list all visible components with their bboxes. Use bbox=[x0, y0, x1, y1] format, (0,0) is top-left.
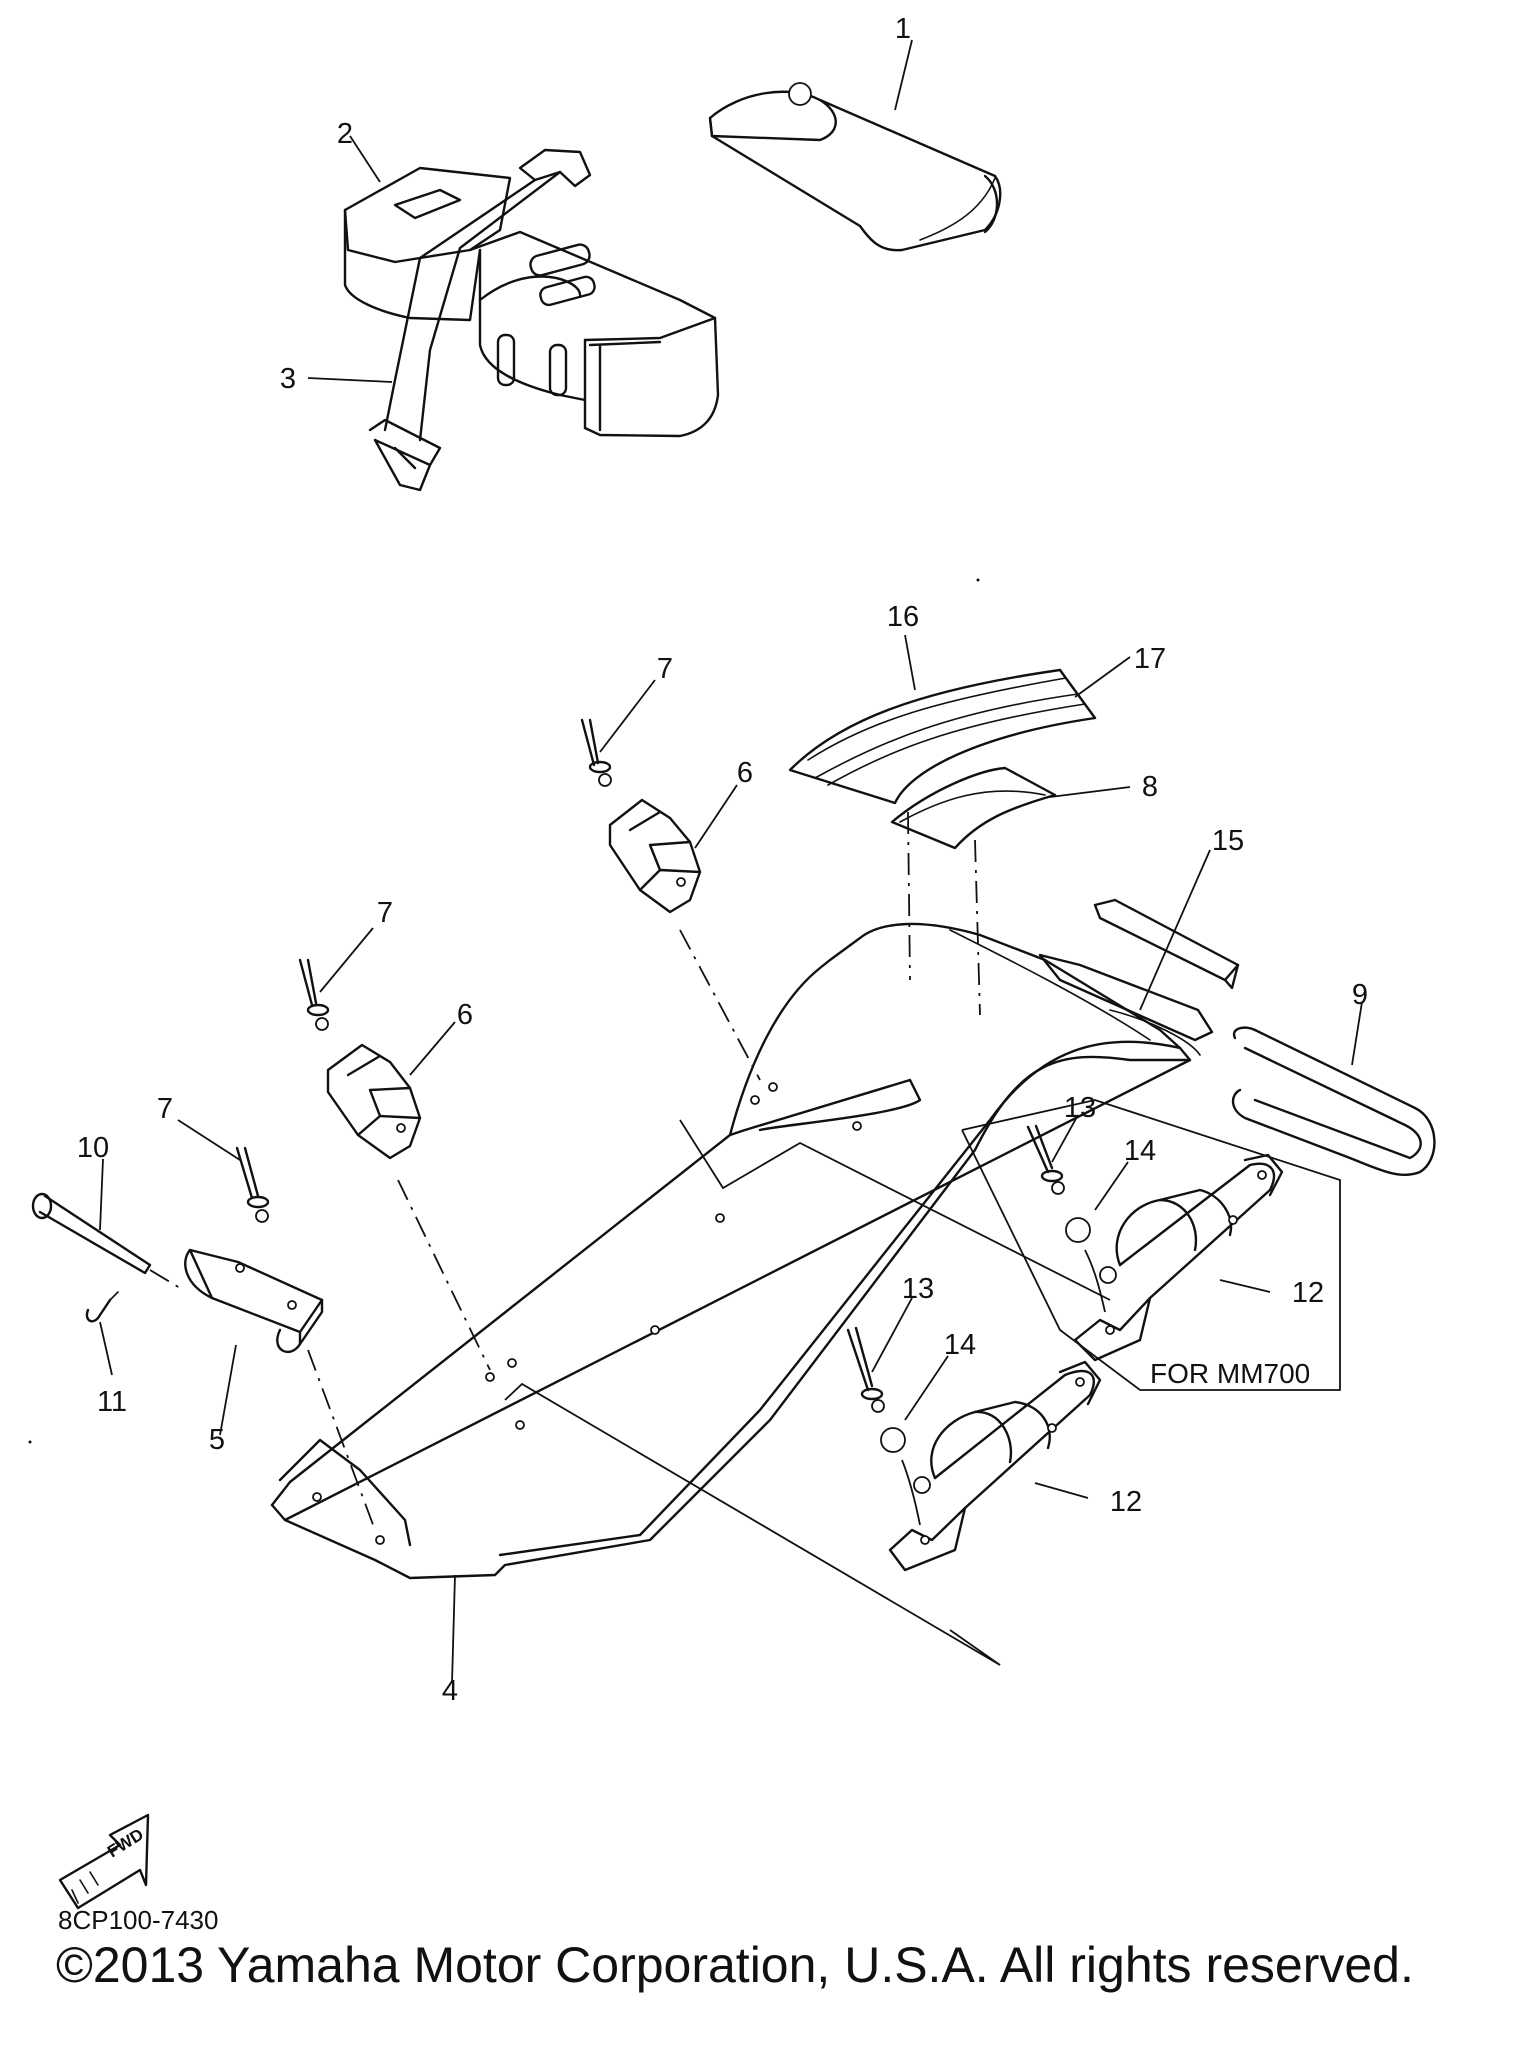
part-2-tool-box bbox=[343, 166, 720, 438]
callout-16: 16 bbox=[887, 601, 919, 633]
callout-4: 4 bbox=[442, 1675, 458, 1707]
mm700-inset-box bbox=[961, 1099, 1341, 1391]
part-10-pin bbox=[31, 1192, 181, 1289]
fastener-path-b bbox=[901, 1459, 921, 1526]
guide-line-clip-b bbox=[397, 1179, 491, 1371]
copyright-notice: ©2013 Yamaha Motor Corporation, U.S.A. A… bbox=[56, 1937, 1414, 1993]
callout-12a: 12 bbox=[1292, 1277, 1324, 1309]
callout-14a: 14 bbox=[1124, 1135, 1156, 1167]
part-3-strap bbox=[368, 148, 592, 492]
part-14-washer-b bbox=[880, 1427, 906, 1453]
callout-13a: 13 bbox=[1064, 1092, 1096, 1124]
callout-7c: 7 bbox=[157, 1093, 173, 1125]
fwd-arrow-icon: FWD bbox=[58, 1813, 150, 1910]
grip-channel bbox=[1038, 953, 1214, 1042]
guide-line-clip-a bbox=[679, 929, 761, 1081]
callout-10: 10 bbox=[77, 1132, 109, 1164]
callout-6b: 6 bbox=[457, 999, 473, 1031]
callout-14b: 14 bbox=[944, 1329, 976, 1361]
callout-17: 17 bbox=[1134, 643, 1166, 675]
part-12-bracket-mm700 bbox=[1073, 1153, 1284, 1362]
callout-5: 5 bbox=[209, 1424, 225, 1456]
part-16-seat-cover bbox=[788, 668, 1097, 805]
callout-2: 2 bbox=[337, 118, 353, 150]
part-14-washer-a bbox=[1065, 1217, 1091, 1243]
part-15-grip-bar bbox=[1093, 898, 1240, 990]
callout-13b: 13 bbox=[902, 1273, 934, 1305]
part-11-cotter-pin bbox=[85, 1291, 119, 1323]
part-4-seat-pan bbox=[270, 922, 1201, 1666]
part-7-screw-c bbox=[235, 1146, 270, 1223]
callout-15: 15 bbox=[1212, 825, 1244, 857]
part-1-tool-bag bbox=[708, 82, 1002, 252]
callout-9: 9 bbox=[1352, 979, 1368, 1011]
part-7-screw-a bbox=[580, 718, 612, 787]
callout-3: 3 bbox=[280, 363, 296, 395]
fastener-path-a bbox=[1084, 1249, 1106, 1313]
fwd-label: FWD bbox=[104, 1825, 147, 1862]
callout-12b: 12 bbox=[1110, 1486, 1142, 1518]
callout-8: 8 bbox=[1142, 771, 1158, 803]
part-7-screw-b bbox=[298, 958, 330, 1031]
callout-7b: 7 bbox=[377, 897, 393, 929]
callout-6a: 6 bbox=[737, 757, 753, 789]
part-6-clip-b bbox=[326, 1043, 422, 1160]
part-13-screw-b bbox=[846, 1326, 885, 1413]
callout-1: 1 bbox=[895, 13, 911, 45]
part-12-bracket-standard bbox=[888, 1360, 1102, 1572]
part-9-handle bbox=[1231, 1026, 1436, 1177]
mm700-note: FOR MM700 bbox=[1150, 1358, 1310, 1389]
callout-11: 11 bbox=[97, 1386, 127, 1418]
callout-7a: 7 bbox=[657, 653, 673, 685]
guide-line-seat-1 bbox=[907, 811, 911, 981]
part-6-clip-a bbox=[608, 798, 702, 914]
part-13-screw-a bbox=[1026, 1124, 1065, 1195]
guide-line-bracket bbox=[307, 1349, 376, 1531]
guide-line-seat-2 bbox=[974, 839, 981, 1016]
part-5-hinge-bracket bbox=[184, 1248, 324, 1354]
diagram-reference-code: 8CP100-7430 bbox=[58, 1905, 219, 1935]
part-8-pad bbox=[890, 766, 1057, 850]
